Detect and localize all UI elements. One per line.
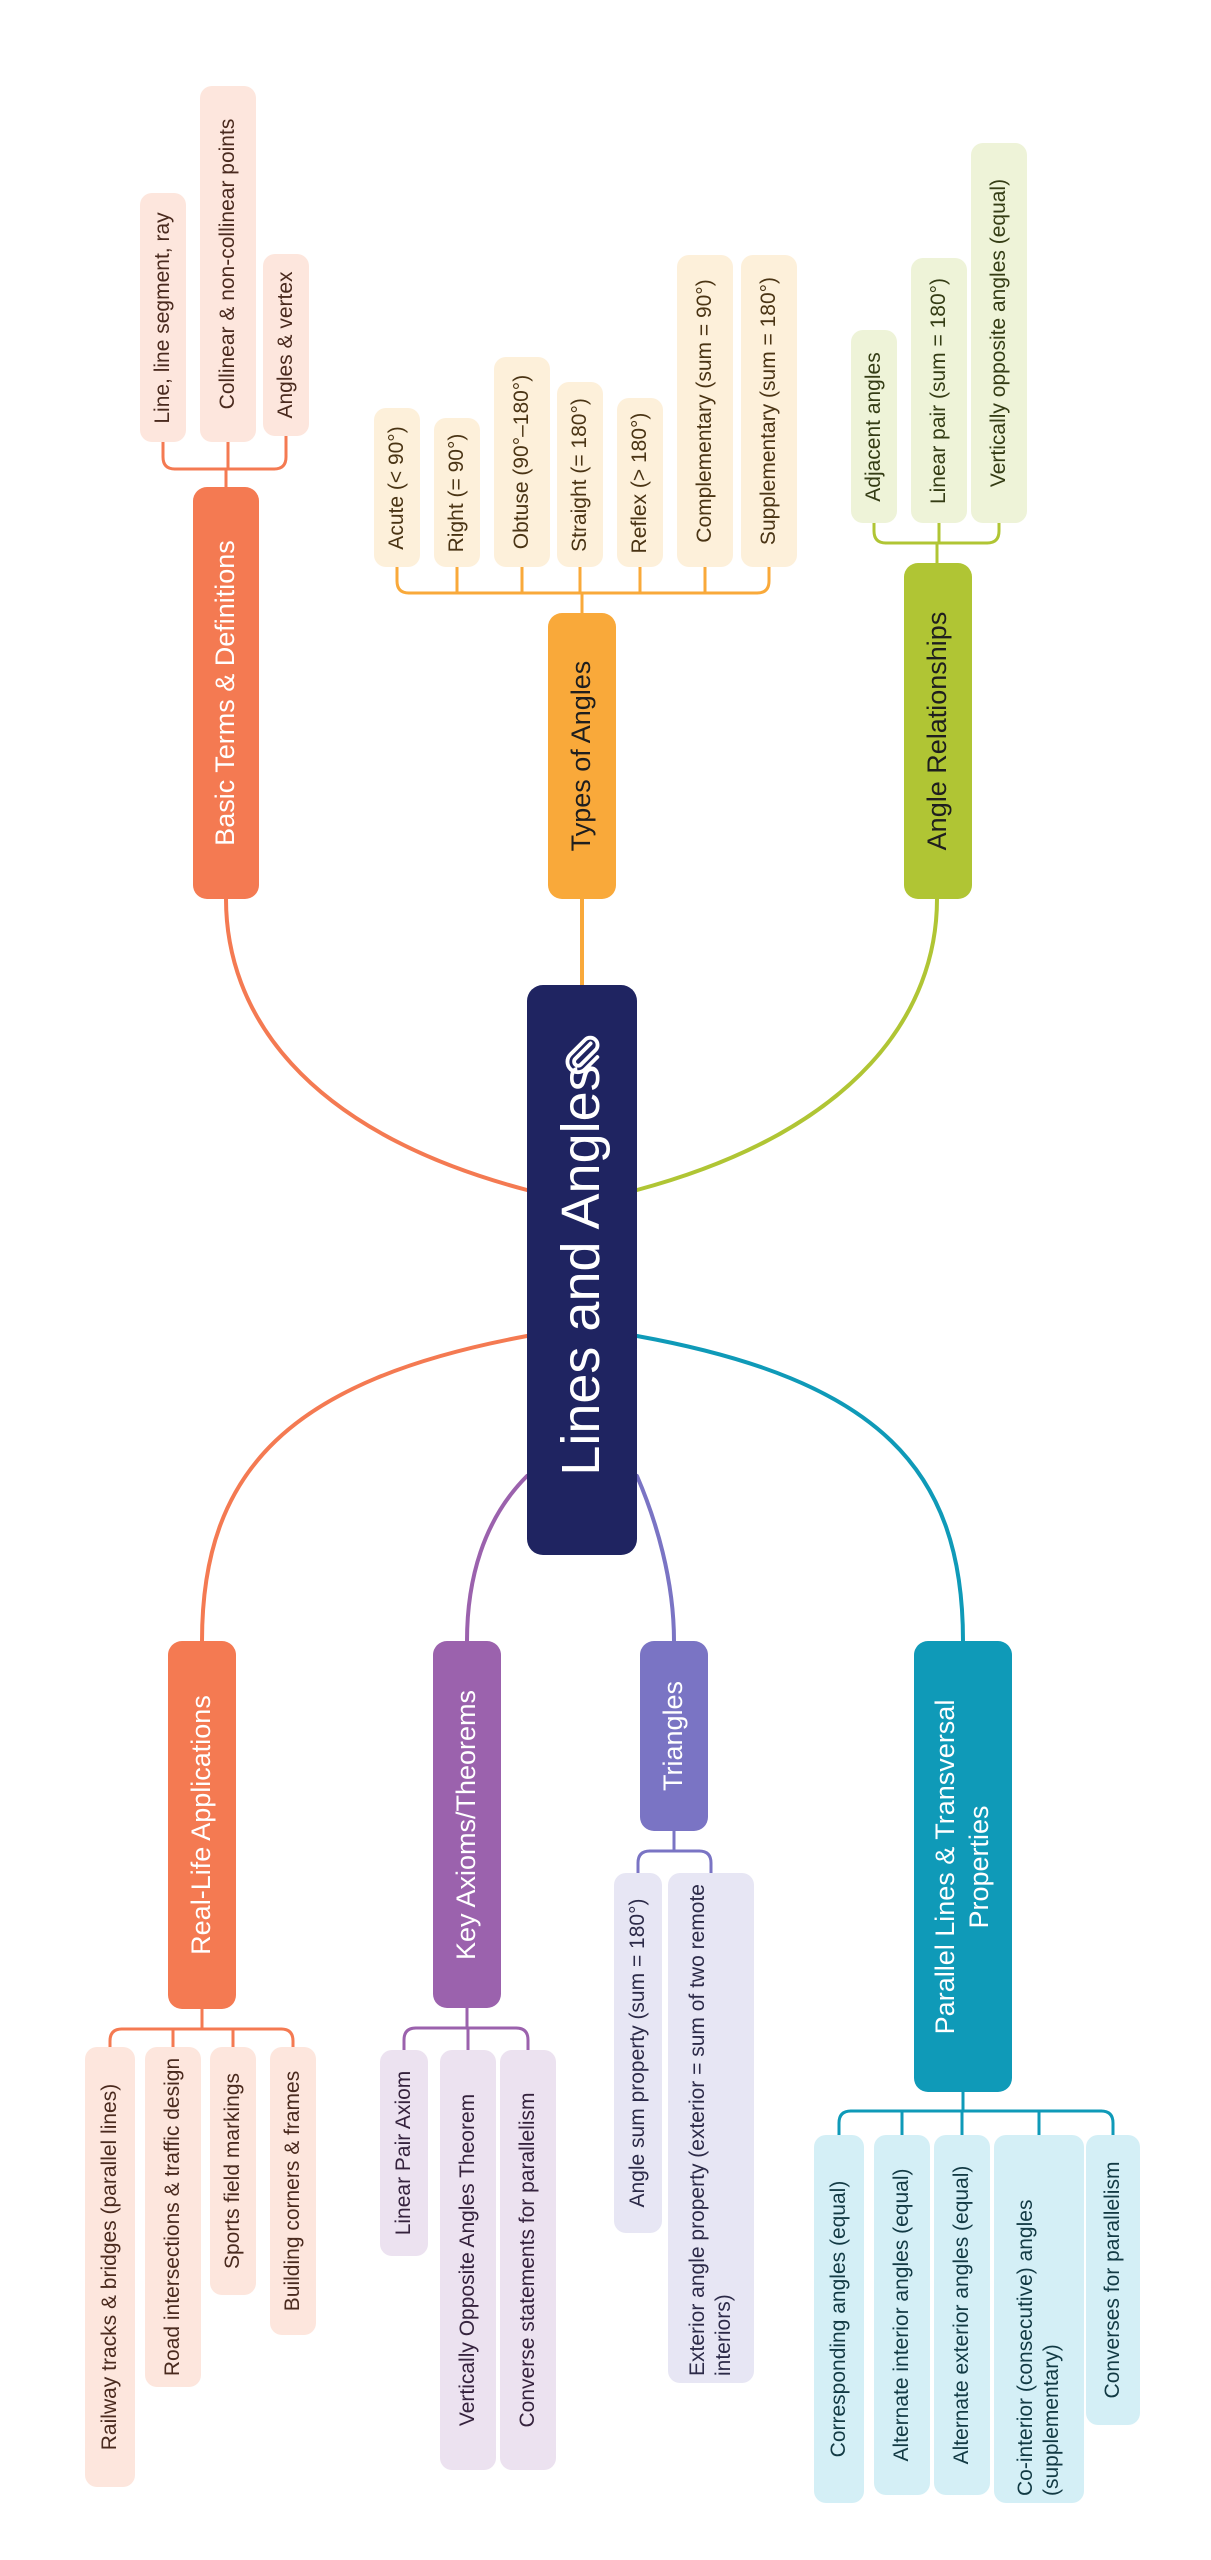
leaf-reallife-0-label: Railway tracks & bridges (parallel lines… xyxy=(97,2083,121,2451)
branch-basic-label: Basic Terms & Definitions xyxy=(210,540,241,846)
leaf-relationships-1-label: Linear pair (sum = 180°) xyxy=(926,277,950,504)
leaf-types-0[interactable]: Acute (< 90°) xyxy=(374,408,420,567)
leaf-basic-0[interactable]: Line, line segment, ray xyxy=(140,193,186,442)
leaf-relationships-0[interactable]: Adjacent angles xyxy=(851,330,897,523)
branch-basic[interactable]: Basic Terms & Definitions xyxy=(193,487,259,899)
leaf-reallife-1[interactable]: Road intersections & traffic design xyxy=(145,2047,201,2387)
leaf-reallife-1-label: Road intersections & traffic design xyxy=(160,2057,184,2377)
leaf-types-1-label: Right (= 90°) xyxy=(444,433,468,552)
connector-axioms xyxy=(465,1474,529,1643)
leaf-types-5-label: Complementary (sum = 90°) xyxy=(692,279,716,543)
connector-basic xyxy=(224,897,529,1192)
leaf-triangles-1-label: Exterior angle property (exterior = sum … xyxy=(685,1884,735,2376)
leaf-link-parallel-0 xyxy=(837,2109,853,2137)
leaf-link-relationships-0 xyxy=(872,521,888,545)
leaf-triangles-0[interactable]: Angle sum property (sum = 180°) xyxy=(614,1873,662,2233)
root-title: Lines and Angles xyxy=(551,1064,612,1476)
leaf-parallel-3[interactable]: Co-interior (consecutive) angles (supple… xyxy=(994,2135,1084,2503)
leaf-parallel-0-label: Corresponding angles (equal) xyxy=(826,2180,850,2458)
leaf-reallife-0[interactable]: Railway tracks & bridges (parallel lines… xyxy=(85,2047,135,2487)
leaf-basic-1-label: Collinear & non-collinear points xyxy=(215,118,239,410)
leaf-relationships-1[interactable]: Linear pair (sum = 180°) xyxy=(911,258,967,523)
leaf-axioms-0[interactable]: Linear Pair Axiom xyxy=(380,2050,428,2256)
leaf-link-basic-2 xyxy=(272,434,288,471)
leaf-parallel-2-label: Alternate exterior angles (equal) xyxy=(949,2165,973,2465)
leaf-link-axioms-0 xyxy=(402,2026,418,2052)
leaf-link-relationships-2 xyxy=(985,521,1001,545)
leaf-parallel-4[interactable]: Converses for parallelism xyxy=(1086,2135,1140,2425)
leaf-types-5[interactable]: Complementary (sum = 90°) xyxy=(677,255,733,567)
branch-parallel-label: Parallel Lines & Transversal Properties xyxy=(930,1699,994,2034)
leaf-types-0-label: Acute (< 90°) xyxy=(384,425,408,550)
leaf-axioms-2[interactable]: Converse statements for parallelism xyxy=(500,2050,556,2470)
paperclip-icon xyxy=(559,1031,605,1077)
leaf-types-6[interactable]: Supplementary (sum = 180°) xyxy=(741,255,797,567)
branch-reallife-label: Real-Life Applications xyxy=(186,1695,217,1955)
leaf-reallife-3-label: Building corners & frames xyxy=(280,2070,304,2312)
branch-triangles-label: Triangles xyxy=(658,1680,689,1792)
branch-relationships-label: Angle Relationships xyxy=(922,611,953,851)
leaf-types-3[interactable]: Straight (= 180°) xyxy=(557,382,603,567)
leaf-types-1[interactable]: Right (= 90°) xyxy=(434,418,480,567)
leaf-basic-0-label: Line, line segment, ray xyxy=(150,211,174,424)
leaf-types-2-label: Obtuse (90°–180°) xyxy=(509,374,533,550)
leaf-relationships-2[interactable]: Vertically opposite angles (equal) xyxy=(971,143,1027,523)
leaf-reallife-2[interactable]: Sports field markings xyxy=(210,2047,256,2295)
connector-triangles xyxy=(635,1474,676,1643)
connector-relationships xyxy=(635,897,939,1192)
leaf-parallel-1[interactable]: Alternate interior angles (equal) xyxy=(874,2135,930,2495)
leaf-link-reallife-3 xyxy=(279,2027,295,2049)
leaf-axioms-1-label: Vertically Opposite Angles Theorem xyxy=(455,2093,479,2427)
leaf-types-4[interactable]: Reflex (> 180°) xyxy=(617,398,663,567)
leaf-reallife-3[interactable]: Building corners & frames xyxy=(270,2047,316,2335)
leaf-triangles-1[interactable]: Exterior angle property (exterior = sum … xyxy=(668,1873,754,2383)
leaf-link-triangles-0 xyxy=(636,1849,652,1875)
leaf-parallel-0[interactable]: Corresponding angles (equal) xyxy=(814,2135,864,2503)
leaf-parallel-4-label: Converses for parallelism xyxy=(1100,2161,1124,2399)
leaf-parallel-3-label: Co-interior (consecutive) angles (supple… xyxy=(1013,2199,1063,2496)
leaf-link-reallife-0 xyxy=(108,2027,124,2049)
branch-reallife[interactable]: Real-Life Applications xyxy=(168,1641,236,2009)
leaf-link-triangles-1 xyxy=(697,1849,713,1875)
leaf-triangles-0-label: Angle sum property (sum = 180°) xyxy=(625,1898,649,2208)
connector-reallife xyxy=(200,1334,529,1643)
leaf-basic-2-label: Angles & vertex xyxy=(273,271,297,419)
leaf-relationships-0-label: Adjacent angles xyxy=(861,351,885,502)
branch-parallel[interactable]: Parallel Lines & Transversal Properties xyxy=(914,1641,1012,2092)
branch-types[interactable]: Types of Angles xyxy=(548,613,616,899)
leaf-types-4-label: Reflex (> 180°) xyxy=(627,412,651,553)
leaf-parallel-2[interactable]: Alternate exterior angles (equal) xyxy=(934,2135,990,2495)
root-node[interactable]: Lines and Angles xyxy=(527,985,637,1555)
leaf-axioms-1[interactable]: Vertically Opposite Angles Theorem xyxy=(440,2050,496,2470)
leaf-types-6-label: Supplementary (sum = 180°) xyxy=(756,276,780,546)
leaf-types-2[interactable]: Obtuse (90°–180°) xyxy=(494,357,550,567)
leaf-parallel-1-label: Alternate interior angles (equal) xyxy=(889,2168,913,2462)
branch-axioms-label: Key Axioms/Theorems xyxy=(451,1689,482,1960)
branch-axioms[interactable]: Key Axioms/Theorems xyxy=(433,1641,501,2008)
connector-parallel xyxy=(635,1334,965,1643)
branch-triangles[interactable]: Triangles xyxy=(640,1641,708,1831)
leaf-link-basic-0 xyxy=(161,440,177,471)
leaf-link-types-6 xyxy=(755,565,771,595)
leaf-axioms-2-label: Converse statements for parallelism xyxy=(515,2092,539,2428)
branch-relationships[interactable]: Angle Relationships xyxy=(904,563,972,899)
leaf-link-parallel-4 xyxy=(1099,2109,1115,2137)
leaf-basic-2[interactable]: Angles & vertex xyxy=(263,254,309,436)
leaf-axioms-0-label: Linear Pair Axiom xyxy=(391,2070,415,2236)
leaf-basic-1[interactable]: Collinear & non-collinear points xyxy=(200,86,256,442)
branch-types-label: Types of Angles xyxy=(566,660,597,852)
leaf-link-types-0 xyxy=(395,565,411,595)
leaf-types-3-label: Straight (= 180°) xyxy=(567,397,591,552)
leaf-relationships-2-label: Vertically opposite angles (equal) xyxy=(986,178,1010,488)
leaf-reallife-2-label: Sports field markings xyxy=(220,2072,244,2270)
leaf-link-axioms-2 xyxy=(514,2026,530,2052)
